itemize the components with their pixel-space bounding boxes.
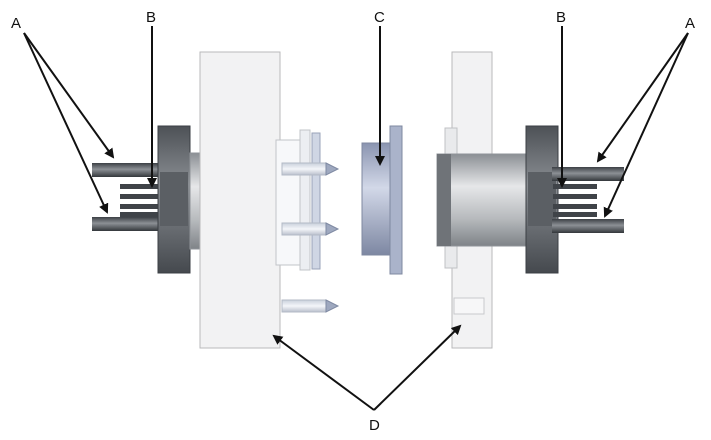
arrow-d-right [373, 324, 462, 411]
left-housing [199, 51, 321, 349]
center-insert [361, 125, 403, 275]
label-a-left: A [11, 15, 21, 32]
left-pin-bottom [92, 217, 170, 231]
right-contact-block [553, 184, 597, 217]
arrow-a-right-2 [603, 32, 689, 218]
right-pin-bottom [552, 219, 624, 233]
arrow-a-right-1 [596, 32, 689, 163]
right-pin-top [552, 167, 624, 181]
right-connector-assembly [436, 125, 624, 274]
arrow-a-left-2 [23, 32, 109, 214]
label-a-right: A [685, 15, 695, 32]
label-b-right: B [556, 9, 566, 26]
left-guide-pins [281, 162, 340, 313]
left-pin-top [92, 163, 170, 177]
label-c: C [374, 9, 385, 26]
label-b-left: B [146, 9, 156, 26]
left-contact-block [120, 184, 160, 217]
callout-arrows [23, 26, 689, 411]
arrow-d-left [272, 334, 375, 411]
label-d: D [369, 417, 380, 434]
arrow-a-left-1 [23, 32, 115, 159]
